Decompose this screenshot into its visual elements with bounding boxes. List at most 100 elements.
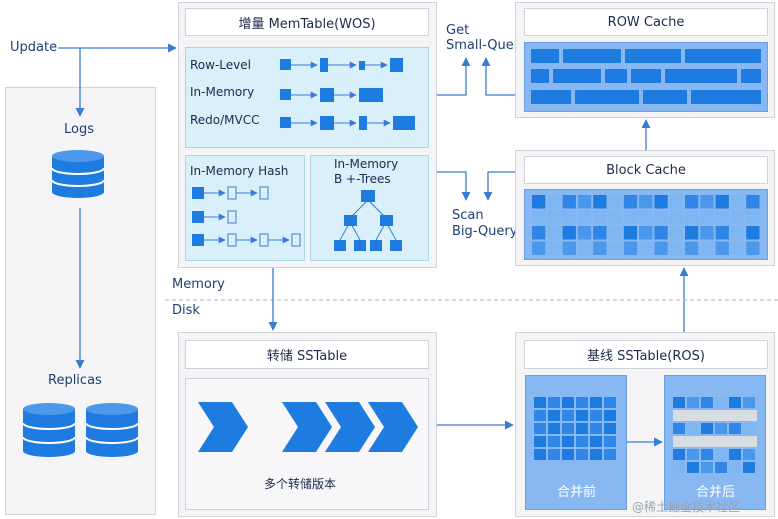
grid-cell — [548, 423, 560, 434]
update-label: Update — [10, 40, 58, 55]
grid-cell — [730, 195, 745, 209]
grid-cell — [548, 397, 560, 408]
grid-cell — [562, 241, 576, 255]
grid-cell — [590, 423, 602, 434]
database-icon — [85, 403, 139, 457]
grid-cell — [639, 241, 653, 255]
grid-cell — [577, 195, 592, 209]
grid-cell — [623, 195, 638, 209]
grid-cell — [590, 436, 602, 447]
transfer-sstable-title-text: 转储 SSTable — [266, 349, 348, 364]
grid-cell — [715, 449, 727, 460]
transfer-sstable-title: 转储 SSTable — [185, 340, 429, 369]
redo-mvcc-chain — [280, 116, 415, 130]
grid-cell — [673, 423, 685, 434]
disk-label: Disk — [172, 303, 200, 318]
grid-cell — [608, 210, 622, 224]
scan-label-line2: Big-Query — [452, 224, 518, 239]
grid-cell — [715, 397, 727, 408]
grid-cell — [746, 195, 760, 209]
grid-cell — [743, 449, 755, 460]
grid-cell — [746, 241, 760, 255]
btree-graphic — [334, 190, 402, 251]
grid-cell — [562, 449, 574, 460]
grid-cell — [590, 410, 602, 421]
grid-cell — [604, 410, 616, 421]
grid-cell — [746, 226, 760, 240]
grid-cell — [700, 241, 714, 255]
block-cache-title: Block Cache — [524, 156, 768, 184]
grid-cell — [577, 241, 592, 255]
grid-cell — [547, 210, 561, 224]
grid-cell — [590, 449, 602, 460]
after-merge-label: 合并后 — [696, 485, 736, 500]
grid-cell — [729, 449, 741, 460]
btree-section — [310, 155, 429, 261]
grid-cell — [608, 241, 622, 255]
in-memory-label: In-Memory — [190, 85, 255, 99]
grid-cell — [532, 195, 546, 209]
before-merge-grid — [534, 397, 616, 460]
grid-cell — [532, 210, 546, 224]
grid-cell — [669, 195, 683, 209]
grid-cell — [701, 397, 713, 408]
grid-cell — [743, 462, 755, 473]
grid-cell — [534, 449, 546, 460]
transfer-caption: 多个转储版本 — [264, 477, 337, 491]
block-cache-title-text: Block Cache — [606, 162, 686, 178]
grid-cell — [685, 210, 699, 224]
grid-cell — [687, 462, 699, 473]
grid-cell — [577, 210, 592, 224]
grid-cell — [547, 241, 561, 255]
grid-cell — [623, 210, 638, 224]
grid-cell — [577, 226, 592, 240]
grid-cell — [623, 241, 638, 255]
grid-cell — [654, 241, 668, 255]
blockcache-to-scan-arrow — [483, 171, 515, 201]
in-memory-chain — [280, 88, 383, 102]
grid-cell — [639, 210, 653, 224]
grid-cell — [562, 226, 576, 240]
scan-label-line1: Scan — [452, 208, 484, 223]
btree-label-line1: In-Memory — [334, 157, 399, 171]
grid-cell — [562, 423, 574, 434]
grid-cell — [669, 226, 683, 240]
base-sstable-title-text: 基线 SSTable(ROS) — [587, 349, 705, 364]
grid-cell — [548, 410, 560, 421]
grid-cell — [593, 226, 607, 240]
grid-cell — [608, 195, 622, 209]
grid-cell — [534, 423, 546, 434]
grid-cell — [562, 195, 576, 209]
grid-cell — [604, 436, 616, 447]
grid-cell — [534, 436, 546, 447]
grid-cell — [654, 210, 668, 224]
grid-cell — [715, 241, 729, 255]
hash-buckets — [192, 186, 301, 247]
grid-cell — [590, 397, 602, 408]
grid-cell — [687, 423, 699, 434]
grid-cell — [562, 210, 576, 224]
grid-cell — [604, 397, 616, 408]
memtable-to-scan-arrow — [437, 171, 471, 201]
grid-cell — [562, 397, 574, 408]
grid-cell — [576, 436, 588, 447]
database-icon — [51, 150, 105, 198]
grid-cell — [700, 195, 714, 209]
grid-cell — [576, 449, 588, 460]
row-level-label: Row-Level — [190, 58, 251, 72]
grid-cell — [673, 397, 685, 408]
grid-cell — [715, 462, 727, 473]
grid-cell — [673, 436, 757, 447]
memtable-title: 增量 MemTable(WOS) — [185, 8, 429, 36]
rowcache-to-get-arrow — [481, 57, 515, 96]
grid-cell — [639, 226, 653, 240]
get-label-line2: Small-Query — [446, 38, 527, 53]
grid-cell — [534, 410, 546, 421]
transfer-chevrons — [198, 402, 418, 452]
grid-cell — [562, 436, 574, 447]
grid-cell — [608, 226, 622, 240]
grid-cell — [729, 423, 741, 434]
grid-cell — [701, 449, 713, 460]
grid-cell — [730, 241, 745, 255]
grid-cell — [730, 226, 745, 240]
